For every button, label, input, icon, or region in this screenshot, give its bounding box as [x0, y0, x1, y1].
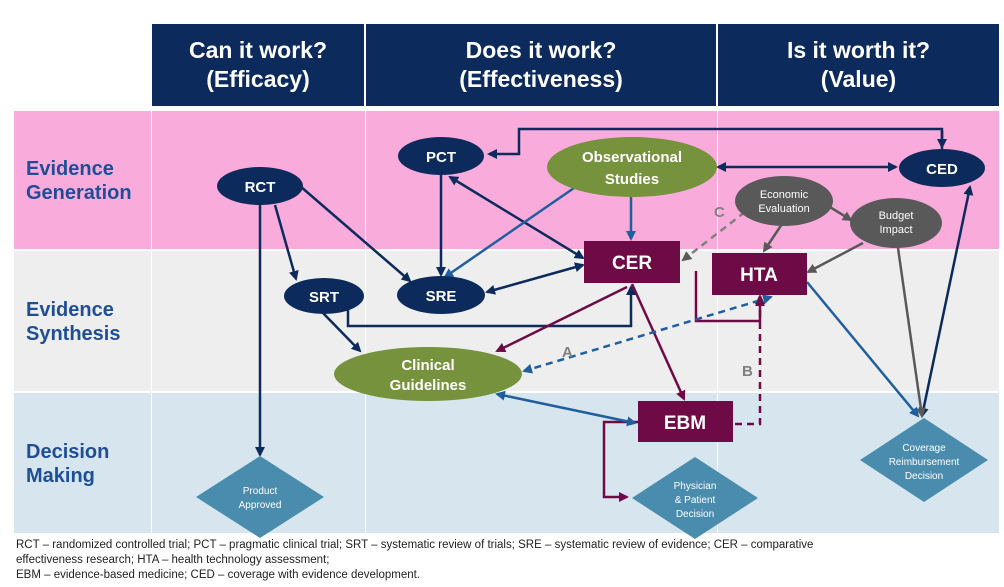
column-header-efficacy: Can it work? (Efficacy) [152, 24, 364, 106]
node-rct: RCT [217, 167, 303, 205]
node-pct: PCT [398, 137, 484, 175]
column-header-line1: Is it worth it? [786, 37, 931, 63]
node-coverage-label-line3: Decision [905, 471, 943, 482]
column-header-line2: (Value) [820, 66, 897, 92]
node-srt-label: SRT [309, 289, 339, 306]
footnote-line3: EBM – evidence-based medicine; CED – cov… [16, 569, 420, 581]
row-label-line2: Making [26, 465, 95, 487]
arrow-hta-to-coverage [806, 281, 920, 418]
node-physician-label-line2: & Patient [675, 495, 716, 506]
node-hta-label: HTA [740, 265, 778, 286]
node-ced-label: CED [926, 161, 958, 178]
link-label-a: A [562, 344, 573, 361]
node-obs-label-line2: Studies [605, 171, 659, 188]
row-label-line2: Generation [26, 182, 132, 204]
node-product-label-line2: Approved [239, 500, 282, 511]
row-label-evidence-synthesis: Evidence Synthesis [26, 298, 120, 346]
node-economic-evaluation: Economic Evaluation [735, 176, 833, 226]
arrow-cer-to-guidelines [495, 285, 628, 353]
node-coverage-label-line2: Reimbursement [889, 457, 960, 468]
node-coverage-label-line1: Coverage [902, 443, 946, 454]
node-srt: SRT [284, 278, 364, 314]
arrow-guidelines-ebm [495, 390, 637, 427]
column-header-line1: Can it work? [188, 37, 327, 63]
grid-divider [151, 111, 152, 533]
arrow-budget-to-hta [806, 241, 864, 274]
node-physician-label-line1: Physician [674, 481, 717, 492]
arrow-pct-cer [448, 175, 585, 260]
node-obs-label-line1: Observational [582, 149, 682, 166]
node-physician-patient-decision: Physician & Patient Decision [632, 457, 758, 539]
node-econ-label-line1: Economic [760, 189, 809, 201]
node-physician-label-line3: Decision [676, 509, 714, 520]
node-budget-impact: Budget Impact [850, 198, 942, 248]
column-header-value: Is it worth it? (Value) [718, 24, 999, 106]
arrow-budget-to-coverage [896, 247, 926, 418]
arrow-obs-ced-to-pct [487, 127, 944, 159]
footnote-line1: RCT – randomized controlled trial; PCT –… [16, 539, 814, 551]
row-label-line1: Evidence [26, 299, 114, 321]
row-label-line1: Evidence [26, 158, 114, 180]
column-header-line2: (Effectiveness) [459, 66, 623, 92]
arrow-rct-to-sre [299, 185, 412, 283]
node-clinical-guidelines: Clinical Guidelines [334, 347, 522, 401]
node-cer: CER [584, 241, 680, 283]
node-ced: CED [899, 149, 985, 187]
footnote-line2: effectiveness research; HTA – health tec… [16, 554, 330, 566]
column-header-line2: (Efficacy) [206, 66, 310, 92]
node-budget-label-line2: Impact [879, 224, 912, 236]
node-product-label-line1: Product [243, 486, 278, 497]
arrow-sre-cer [485, 262, 585, 295]
grid-divider [365, 111, 366, 533]
node-cer-label: CER [612, 253, 652, 274]
row-label-evidence-generation: Evidence Generation [26, 157, 132, 205]
node-sre: SRE [397, 276, 485, 314]
arrow-ced-coverage [918, 185, 974, 418]
link-c-econ-cer [681, 211, 746, 262]
row-label-decision-making: Decision Making [26, 440, 109, 488]
node-rct-label: RCT [245, 179, 276, 196]
node-cg-label-line1: Clinical [401, 357, 454, 374]
arrow-ebm-to-physician [602, 420, 638, 502]
arrow-rct-to-srt [273, 204, 299, 281]
row-label-line2: Synthesis [26, 323, 121, 345]
node-sre-label: SRE [426, 288, 457, 305]
node-econ-label-line2: Evaluation [758, 203, 809, 215]
node-product-approved: Product Approved [196, 456, 324, 538]
row-label-line1: Decision [26, 441, 110, 463]
node-budget-label-line1: Budget [879, 210, 914, 222]
link-label-c: C [714, 204, 725, 221]
node-observational-studies: Observational Studies [547, 137, 717, 197]
node-hta: HTA [712, 253, 807, 295]
link-a-hta-guidelines [522, 294, 773, 374]
node-ebm: EBM [638, 401, 733, 442]
arrow-srt-to-guidelines [321, 311, 362, 353]
arrow-cer-to-ebm [630, 283, 686, 401]
column-header-line1: Does it work? [465, 37, 617, 63]
node-cg-label-line2: Guidelines [390, 377, 467, 394]
node-ebm-label: EBM [664, 413, 706, 434]
link-label-b: B [742, 363, 753, 380]
arrow-obs-to-sre [443, 186, 575, 279]
column-header-effectiveness: Does it work? (Effectiveness) [366, 24, 716, 106]
link-b-ebm-hta [735, 296, 765, 426]
node-pct-label: PCT [426, 149, 456, 166]
arrow-econ-to-hta [762, 223, 784, 253]
node-coverage-reimbursement-decision: Coverage Reimbursement Decision [860, 418, 988, 502]
